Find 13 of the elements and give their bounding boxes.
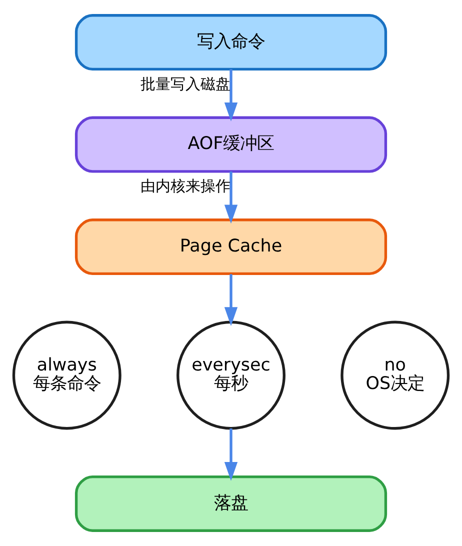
node-circle: everysec 每秒 — [176, 320, 286, 430]
arrow — [224, 274, 238, 326]
node-box: AOF缓冲区 — [74, 116, 388, 173]
node-box: 落盘 — [74, 475, 388, 532]
edge-label: 由内核来操作 — [140, 178, 230, 196]
arrow — [224, 69, 238, 122]
node-circle: no OS决定 — [340, 320, 450, 430]
arrow — [224, 172, 238, 224]
node-circle: always 每条命令 — [12, 320, 122, 430]
edge-label: 批量写入磁盘 — [140, 76, 230, 93]
node-box: 写入命令 — [74, 14, 388, 71]
arrow — [224, 428, 238, 481]
node-box: Page Cache — [74, 218, 388, 276]
